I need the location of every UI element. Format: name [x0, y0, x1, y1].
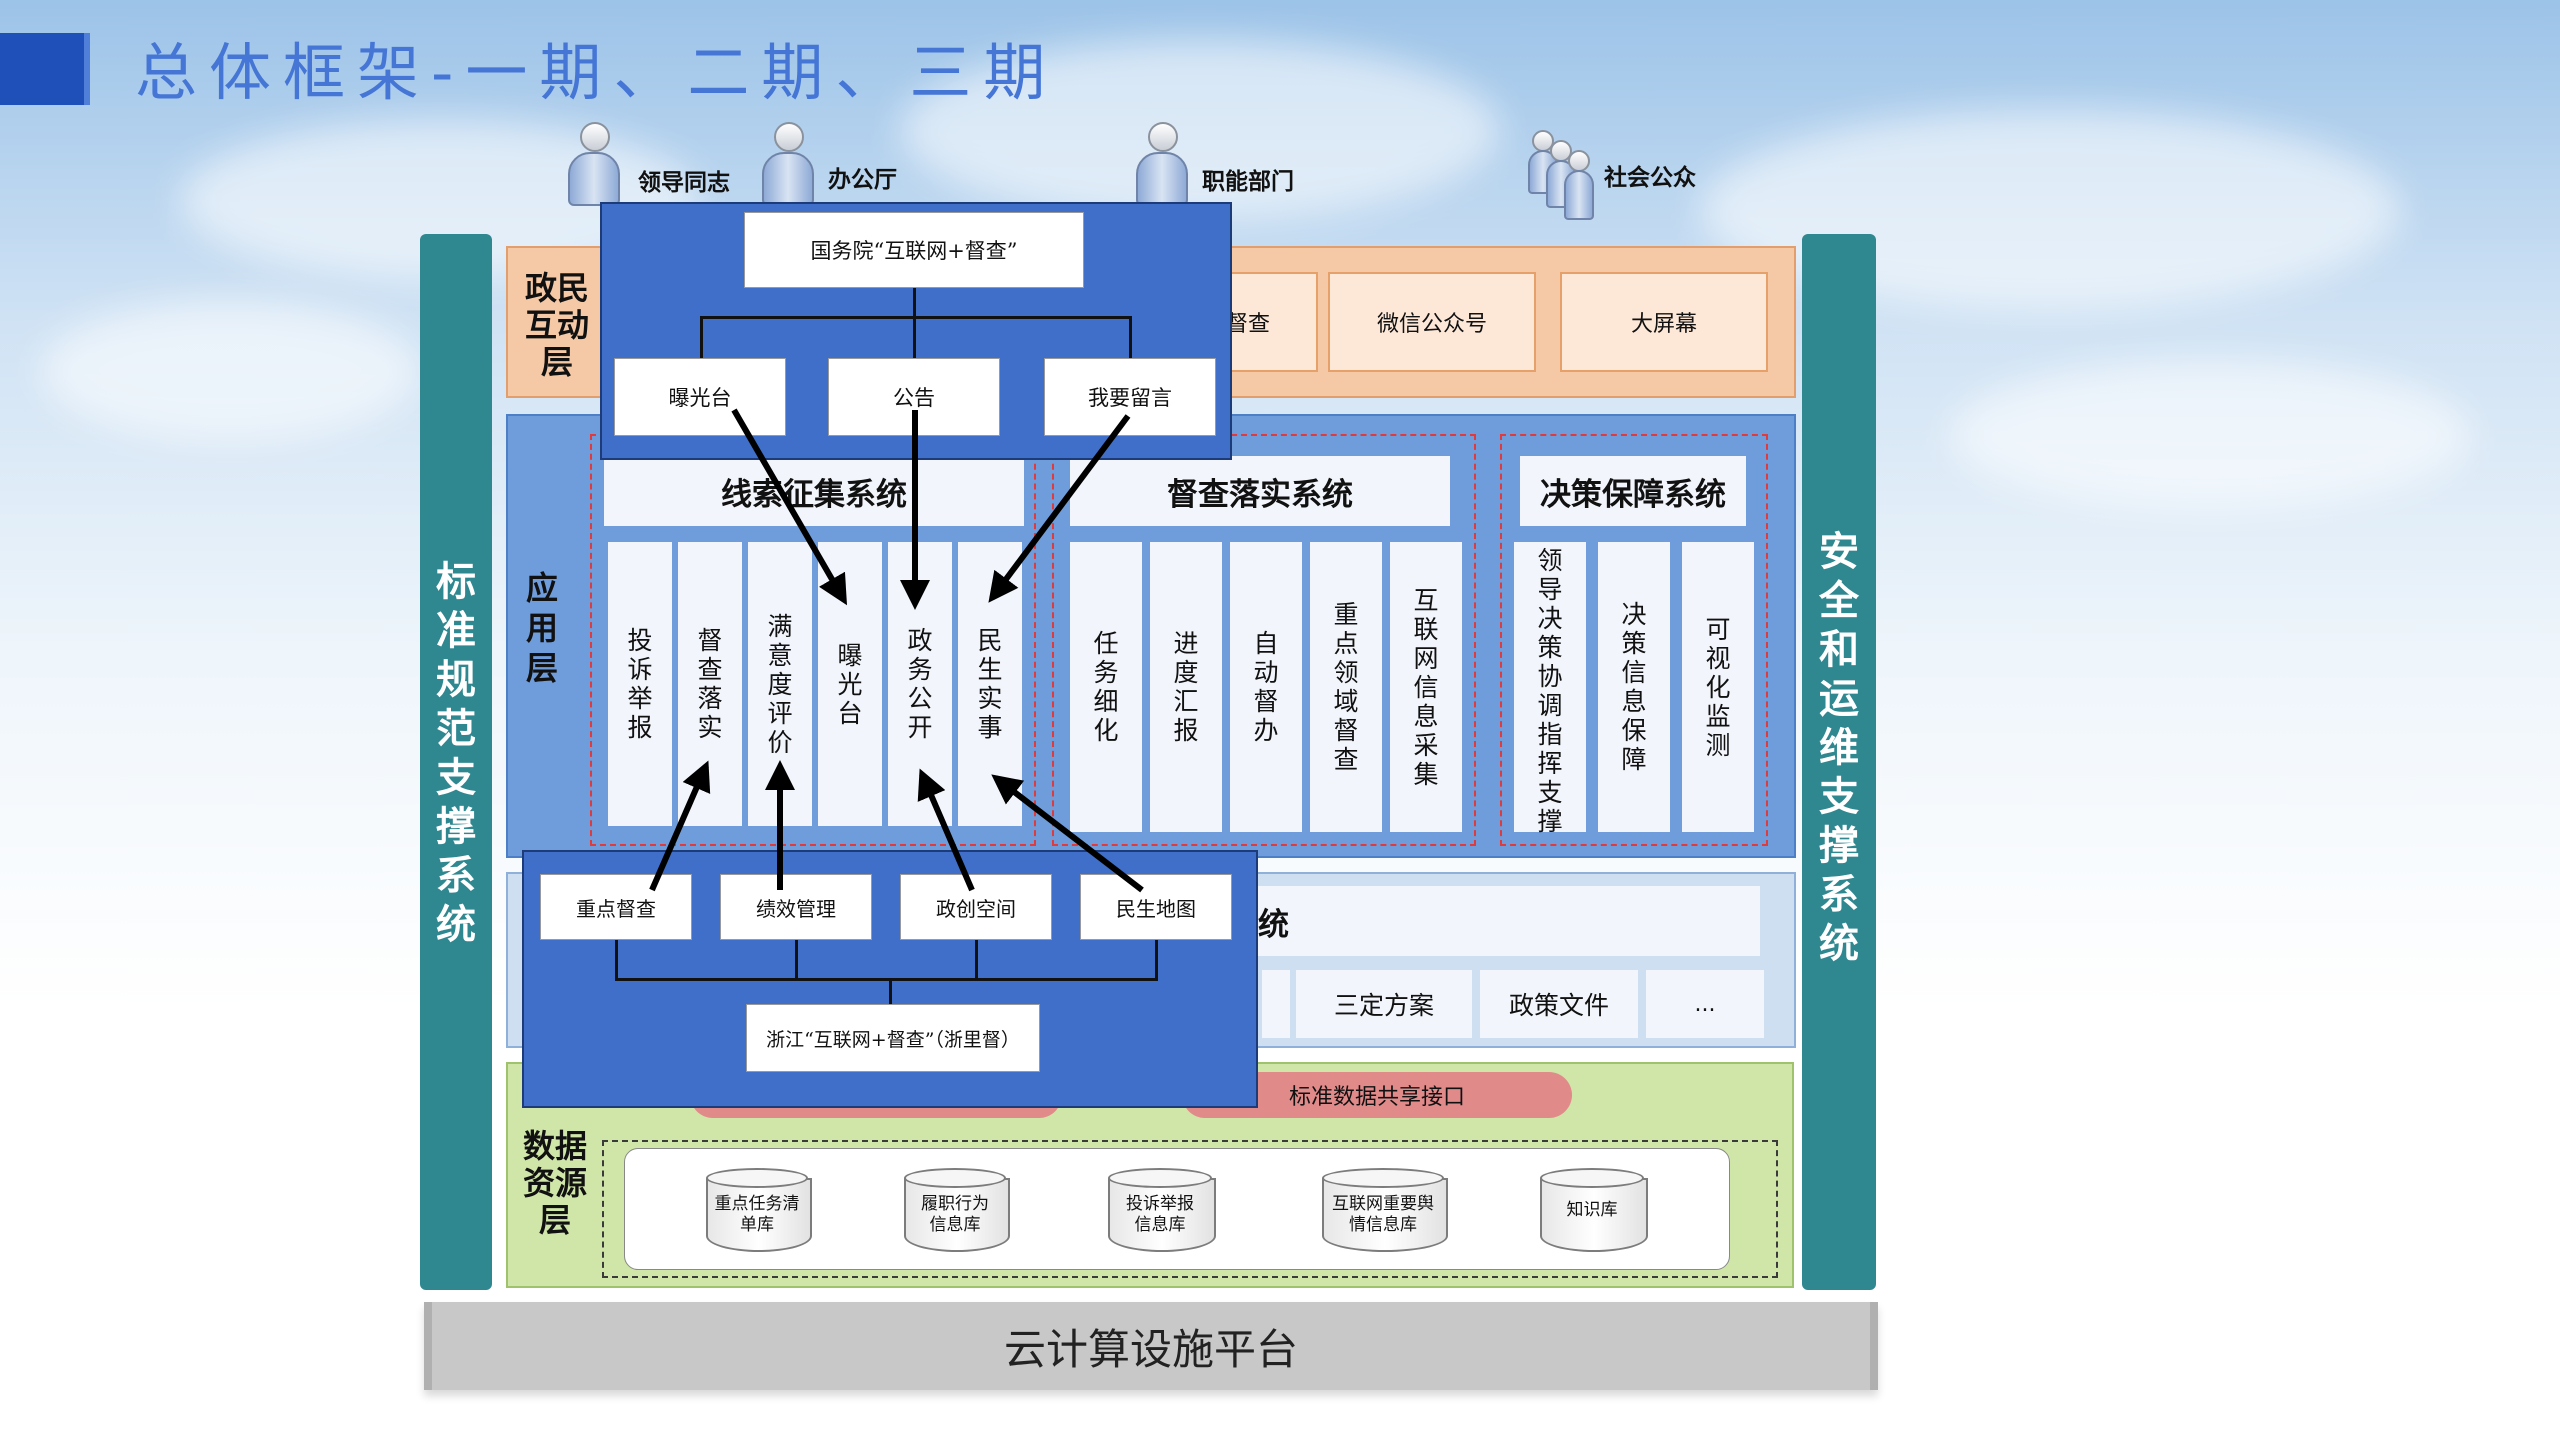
- connector-line: [913, 288, 916, 318]
- support-item[interactable]: 政策文件: [1480, 970, 1638, 1038]
- connector-line: [700, 316, 703, 360]
- zhejiang-node-livelihood-map[interactable]: 民生地图: [1080, 874, 1232, 940]
- user-icon: [1134, 122, 1188, 206]
- national-root-node[interactable]: 国务院“互联网+督查”: [744, 212, 1084, 288]
- connector-line: [615, 940, 618, 980]
- cloud-platform-bar: 云计算设施平台: [424, 1302, 1878, 1390]
- system-title: 线索征集系统: [604, 456, 1024, 526]
- connector-line: [1155, 940, 1158, 980]
- database-label: 履职行为信息库: [921, 1194, 989, 1235]
- database-label: 投诉举报信息库: [1126, 1194, 1194, 1235]
- support-system-title: 统: [1256, 886, 1760, 956]
- page-title: 总体框架-一期、二期、三期: [135, 36, 1058, 109]
- user-label: 办公厅: [828, 167, 897, 193]
- user-icon: [760, 122, 814, 206]
- zhejiang-root-node[interactable]: 浙江“互联网+督查”（浙里督）: [746, 1004, 1040, 1072]
- application-layer-label: 应用层: [525, 569, 558, 687]
- zhejiang-node-key-supervision[interactable]: 重点督查: [540, 874, 692, 940]
- national-node-exposure[interactable]: 曝光台: [614, 358, 786, 436]
- database-area: [602, 1140, 1778, 1278]
- database-icon[interactable]: 互联网重要舆情信息库: [1322, 1168, 1448, 1252]
- interaction-layer-label: 政民互动层: [524, 269, 589, 381]
- user-icon: [566, 122, 620, 206]
- user-label: 社会公众: [1604, 165, 1696, 191]
- national-node-message[interactable]: 我要留言: [1044, 358, 1216, 436]
- support-item[interactable]: ...: [1646, 970, 1764, 1038]
- connector-line: [1129, 316, 1132, 360]
- function-column[interactable]: 决策信息保障: [1598, 542, 1670, 832]
- function-column[interactable]: 自动督办: [1230, 542, 1302, 832]
- function-column[interactable]: 民生实事: [958, 542, 1022, 826]
- function-column[interactable]: 政务公开: [888, 542, 952, 826]
- database-label: 互联网重要舆情信息库: [1332, 1194, 1434, 1235]
- database-label: 重点任务清单库: [714, 1194, 800, 1235]
- standards-support-bar: 标准规范支撑系统: [420, 234, 492, 1290]
- connector-line: [913, 316, 916, 360]
- function-column[interactable]: 重点领域督查: [1310, 542, 1382, 832]
- support-item[interactable]: 三定方案: [1296, 970, 1472, 1038]
- connector-line: [700, 316, 1132, 319]
- function-column[interactable]: 领导决策协调指挥支撑: [1514, 542, 1586, 836]
- security-ops-support-bar: 安全和运维支撑系统: [1802, 234, 1876, 1290]
- function-column[interactable]: 任务细化: [1070, 542, 1142, 832]
- title-accent-block: [0, 33, 90, 105]
- national-node-notice[interactable]: 公告: [828, 358, 1000, 436]
- connector-line: [615, 978, 1158, 981]
- security-ops-support-label: 安全和运维支撑系统: [1819, 529, 1859, 967]
- database-label: 知识库: [1566, 1200, 1618, 1220]
- function-column[interactable]: 互联网信息采集: [1390, 542, 1462, 832]
- connector-line: [975, 940, 978, 980]
- system-title: 督查落实系统: [1070, 456, 1450, 526]
- standards-support-label: 标准规范支撑系统: [436, 559, 476, 948]
- decision-system-area: [1500, 434, 1768, 846]
- interaction-item-wechat[interactable]: 微信公众号: [1328, 272, 1536, 372]
- zhejiang-node-performance[interactable]: 绩效管理: [720, 874, 872, 940]
- function-column[interactable]: 可视化监测: [1682, 542, 1754, 832]
- support-item[interactable]: [1262, 970, 1290, 1038]
- data-resource-layer-label: 数据资源层: [522, 1127, 587, 1239]
- zhejiang-node-innovation-space[interactable]: 政创空间: [900, 874, 1052, 940]
- database-icon[interactable]: 重点任务清单库: [706, 1168, 812, 1252]
- user-label: 职能部门: [1202, 169, 1294, 195]
- user-label: 领导同志: [638, 170, 730, 196]
- interaction-item-big-screen[interactable]: 大屏幕: [1560, 272, 1768, 372]
- function-column[interactable]: 曝光台: [818, 542, 882, 826]
- supervision-system-area: [1052, 434, 1476, 846]
- function-column[interactable]: 投诉举报: [608, 542, 672, 826]
- database-icon[interactable]: 投诉举报信息库: [1108, 1168, 1216, 1252]
- function-column[interactable]: 督查落实: [678, 542, 742, 826]
- connector-line: [889, 978, 892, 1004]
- system-title: 决策保障系统: [1520, 456, 1746, 526]
- support-system-title-fragment: 统: [1258, 906, 1289, 943]
- function-column[interactable]: 进度汇报: [1150, 542, 1222, 832]
- database-icon[interactable]: 履职行为信息库: [904, 1168, 1010, 1252]
- function-column[interactable]: 满意度评价: [748, 542, 812, 826]
- connector-line: [795, 940, 798, 980]
- user-group-icon: [1528, 124, 1594, 220]
- database-icon[interactable]: 知识库: [1540, 1168, 1648, 1252]
